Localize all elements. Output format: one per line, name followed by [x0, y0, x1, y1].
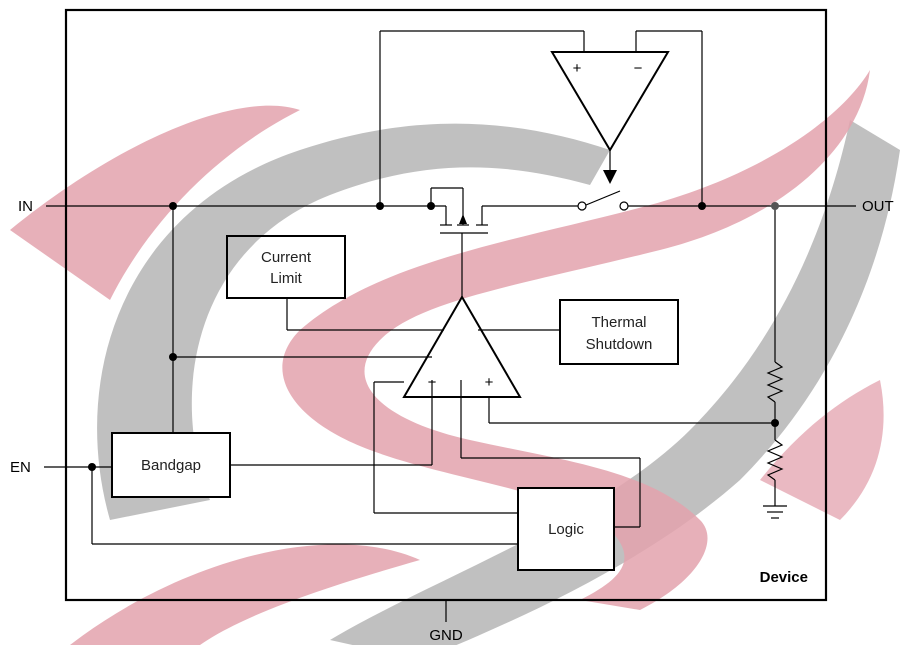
device-label: Device: [760, 569, 808, 586]
current-limit-label-1: Current: [261, 249, 312, 266]
feedback-network: [488, 206, 787, 519]
amp-minus-wiring: [230, 380, 518, 514]
pin-out-label: OUT: [862, 198, 894, 215]
thermal-shutdown-label-2: Shutdown: [586, 336, 653, 353]
pass-transistor: [430, 187, 580, 297]
pin-en-label: EN: [10, 459, 31, 476]
current-limit-label-2: Limit: [270, 270, 303, 287]
top-comparator: [550, 30, 703, 206]
top-comparator-minus: −: [634, 60, 643, 77]
bandgap-block: [111, 432, 231, 498]
pin-gnd-label: GND: [429, 627, 463, 644]
error-amplifier: [402, 295, 522, 398]
top-comparator-plus: +: [573, 60, 582, 77]
watermark-logo: [10, 70, 900, 645]
pin-in-label: IN: [18, 198, 33, 215]
thermal-shutdown-block: [559, 299, 679, 365]
logic-wiring: [66, 380, 641, 545]
output-switch: [577, 190, 826, 211]
thermal-shutdown-label-1: Thermal: [591, 314, 646, 331]
logic-block: [517, 487, 615, 571]
current-limit-block: [226, 235, 346, 299]
bandgap-label: Bandgap: [141, 457, 201, 474]
junction-dots: [88, 202, 779, 471]
logic-label: Logic: [548, 521, 584, 538]
error-amp-plus: +: [485, 374, 494, 391]
